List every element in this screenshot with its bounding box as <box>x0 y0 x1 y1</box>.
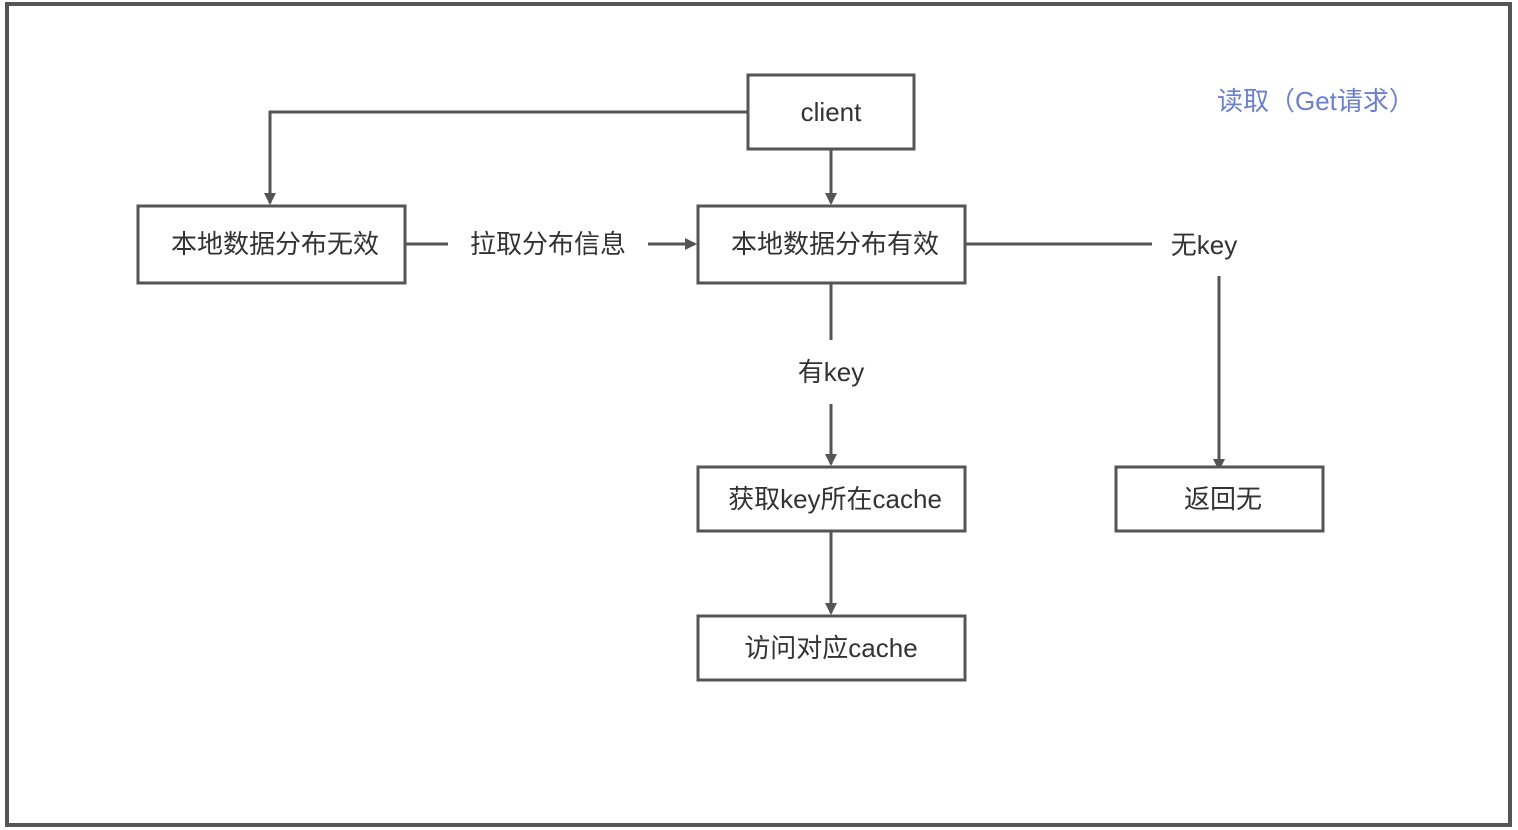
node-return-none: 返回无 <box>1114 465 1325 533</box>
diagram-title: 读取（Get请求） <box>1217 86 1415 116</box>
node-client: client <box>746 73 916 151</box>
node-client-label: client <box>801 97 862 127</box>
node-local-distribution-invalid: 本地数据分布无效 <box>136 204 407 285</box>
node-get-key-cache: 获取key所在cache <box>696 465 967 533</box>
node-local-distribution-invalid-label: 本地数据分布无效 <box>171 229 379 259</box>
edge-client-to-invalid <box>264 110 748 205</box>
node-local-distribution-valid: 本地数据分布有效 <box>696 204 967 285</box>
node-access-cache: 访问对应cache <box>696 614 967 682</box>
edge-label-pull-info: 拉取分布信息 <box>470 229 626 259</box>
diagram-frame <box>5 2 1512 827</box>
edge-label-no-key: 无key <box>1171 230 1237 260</box>
edge-label-has-key: 有key <box>798 357 864 387</box>
node-access-cache-label: 访问对应cache <box>744 633 917 663</box>
node-return-none-label: 返回无 <box>1184 484 1262 514</box>
node-get-key-cache-label: 获取key所在cache <box>728 484 942 514</box>
node-local-distribution-valid-label: 本地数据分布有效 <box>731 229 939 259</box>
